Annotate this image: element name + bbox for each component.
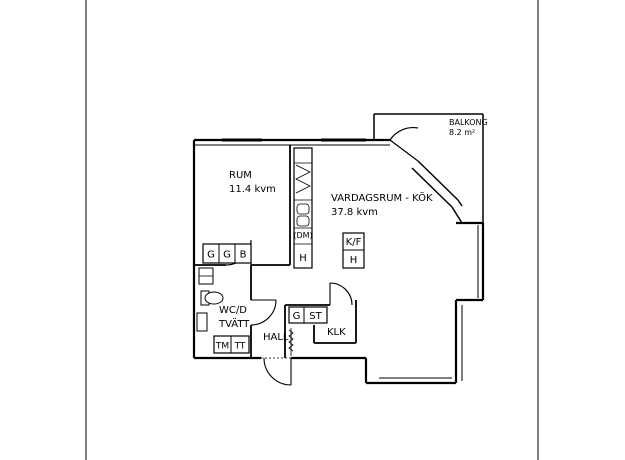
- balcony-name: BALKONG: [449, 118, 488, 127]
- diagonal-wall: [411, 160, 463, 224]
- kitchen-island: [342, 232, 365, 269]
- kitchen-counter: [293, 147, 313, 269]
- wardrobe-block: [202, 243, 252, 264]
- hall-closet-label-2: ST: [309, 311, 322, 322]
- fridge-freezer-label: K/F: [346, 237, 362, 248]
- entrance-door-swing: [263, 357, 292, 386]
- balcony-outline: [373, 113, 484, 224]
- dishwasher-label: (DM): [293, 231, 312, 240]
- right-windows: [379, 225, 479, 381]
- living-room-name: VARDAGSRUM - KÖK: [331, 191, 433, 204]
- balcony-area: 8.2 m²: [449, 128, 475, 137]
- closet-name: KLK: [327, 327, 346, 338]
- living-room-area: 37.8 kvm: [331, 207, 378, 218]
- bathroom-name: WC/D: [219, 305, 247, 316]
- washer-label: TM: [215, 342, 229, 352]
- bathroom-subname: TVÄTT: [218, 317, 250, 330]
- hall-closet-label-1: G: [293, 311, 301, 322]
- bathroom-fixtures: [196, 267, 250, 354]
- bath-door-swing: [250, 299, 277, 326]
- bedroom-area: 11.4 kvm: [229, 184, 276, 195]
- balcony-door-swing: [389, 127, 419, 162]
- wardrobe-label-2: G: [223, 250, 231, 261]
- hall-coat-rack: [288, 328, 294, 356]
- klk-door-swing: [329, 282, 353, 306]
- kitchen-wall-h-label: H: [299, 253, 307, 264]
- top-windows: [194, 138, 390, 146]
- kitchen-island-h-label: H: [350, 255, 358, 266]
- hall-closet-block: [288, 306, 328, 324]
- dryer-label: TT: [234, 342, 246, 352]
- bedroom-name: RUM: [229, 170, 252, 181]
- hall-name: HALL: [263, 332, 289, 343]
- interior-walls: [194, 145, 357, 358]
- wardrobe-label-3: B: [240, 250, 247, 261]
- wardrobe-label-1: G: [207, 250, 215, 261]
